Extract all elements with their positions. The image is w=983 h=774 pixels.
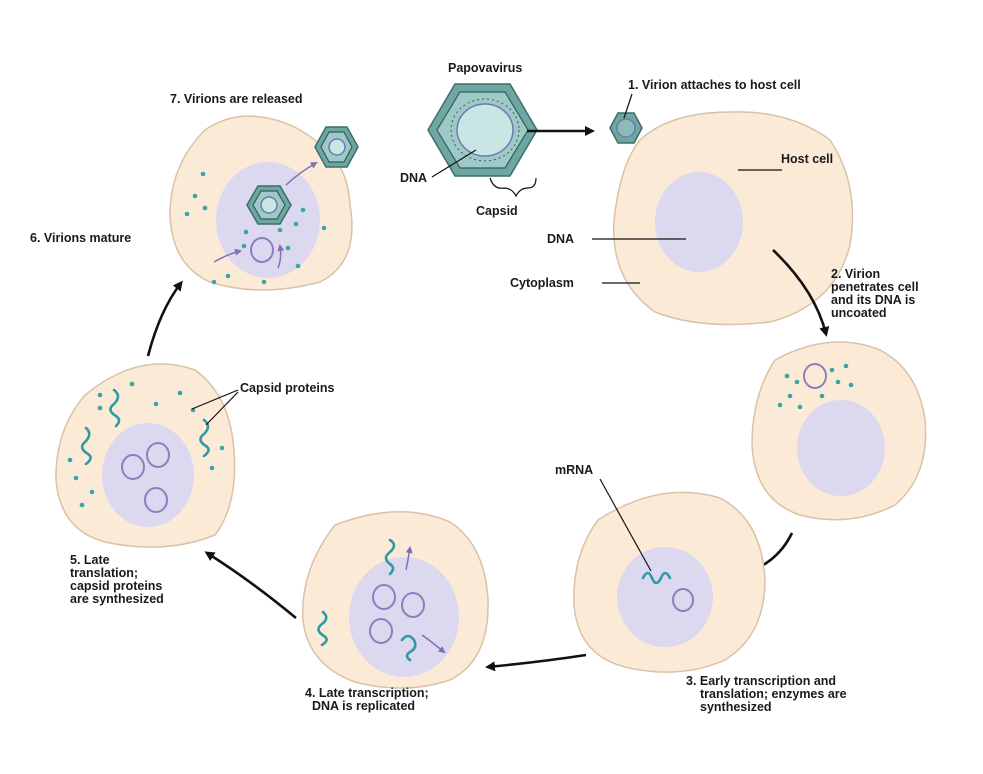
assembly-arrow-a: [213, 248, 242, 263]
capsid-proteins-label: Capsid proteins: [240, 381, 335, 395]
step3-line-2: translation; enzymes are: [700, 687, 847, 701]
capsid-protein-strand-a: [109, 388, 121, 428]
step6-label: 6. Virions mature: [30, 231, 131, 245]
step5-line-1: 5. Late: [70, 553, 110, 567]
capsid-proteins-leader-a: [191, 389, 239, 410]
capsid-label: Capsid: [476, 204, 518, 218]
step2-line-3: and its DNA is: [831, 293, 915, 307]
arrow-step5-to-step6: [146, 280, 183, 357]
arrow-step1-to-step2: [772, 249, 830, 337]
step7-label: 7. Virions are released: [170, 92, 303, 106]
host-cell-4: [302, 511, 489, 689]
assembly-arrow-b: [277, 244, 285, 269]
step1-label: 1. Virion attaches to host cell: [628, 78, 801, 92]
capsid-brace: [489, 177, 537, 198]
arrow-step4-to-step5: [204, 551, 297, 620]
step4-label: 4. Late transcription; DNA is replicated: [305, 686, 432, 713]
mrna-strand-4a: [384, 538, 396, 576]
papovavirus-virion: [427, 83, 538, 177]
step5-label: 5. Late translation; capsid proteins are…: [70, 553, 166, 606]
host-cell-5: [55, 363, 236, 548]
step2-line-1: 2. Virion: [831, 267, 880, 281]
host-cell-2: [751, 341, 927, 521]
step3-line-3: synthesized: [700, 700, 772, 714]
cytoplasm-label: Cytoplasm: [510, 276, 574, 290]
mrna-strand-4b: [317, 610, 328, 647]
papovavirus-label: Papovavirus: [448, 61, 522, 75]
step2-line-2: penetrates cell: [831, 280, 919, 294]
mrna-strand-4c: [400, 634, 417, 662]
viral-particles-6: [184, 171, 327, 285]
export-arrow-4a: [405, 546, 413, 571]
step2-line-4: uncoated: [831, 306, 887, 320]
mrna-label: mRNA: [555, 463, 593, 477]
release-arrow: [285, 162, 318, 186]
viral-particles-2: [777, 363, 854, 410]
step2-label: 2. Virion penetrates cell and its DNA is…: [831, 267, 922, 320]
virus-dna-label: DNA: [400, 171, 427, 185]
host-cell-1: [609, 111, 854, 326]
host-cell-6: [169, 115, 359, 291]
mrna-leader: [599, 478, 652, 572]
export-arrow-4b: [421, 634, 446, 654]
step4-line-2: DNA is replicated: [312, 699, 415, 713]
step5-line-3: capsid proteins: [70, 579, 162, 593]
step1-leader: [623, 93, 633, 119]
cell-dna-label: DNA: [547, 232, 574, 246]
capsid-protein-strand-b: [80, 426, 92, 466]
capsid-proteins-leader-b: [205, 391, 239, 426]
arrow-step3-to-step4: [485, 653, 587, 672]
virus-dna-leader: [431, 149, 477, 178]
viral-particles-5: [67, 381, 225, 508]
step3-label: 3. Early transcription and translation; …: [686, 674, 850, 714]
step3-line-1: 3. Early transcription and: [686, 674, 836, 688]
host-cell-3: [573, 491, 766, 673]
mrna-strand-3: [641, 571, 672, 585]
host-cell-label: Host cell: [781, 152, 833, 166]
capsid-protein-strand-c: [199, 418, 210, 458]
step5-line-2: translation;: [70, 566, 138, 580]
step5-line-4: are synthesized: [70, 592, 164, 606]
step4-line-1: 4. Late transcription;: [305, 686, 429, 700]
